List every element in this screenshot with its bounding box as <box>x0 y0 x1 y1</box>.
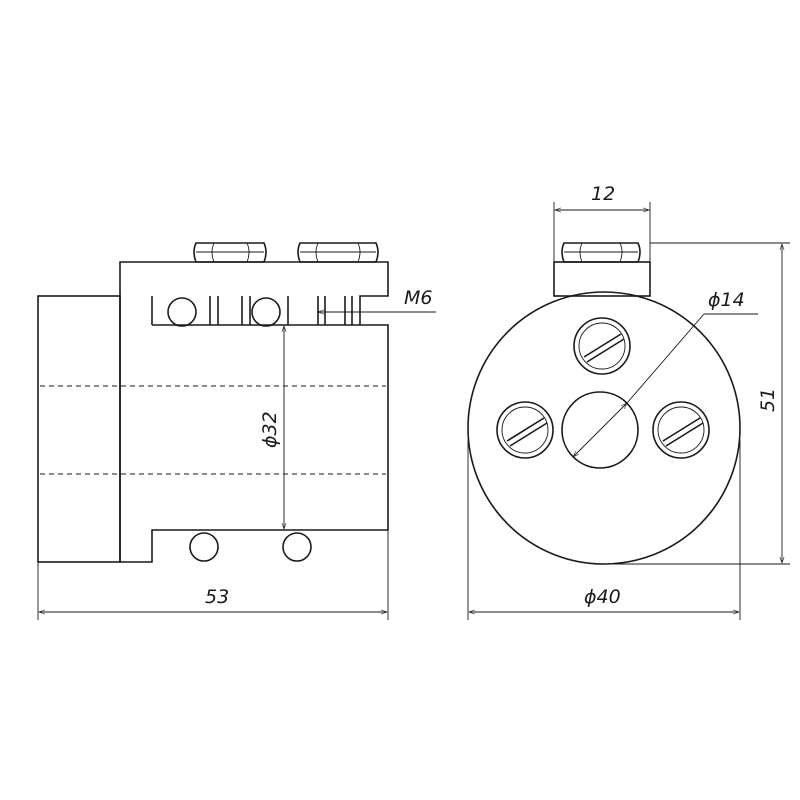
bore-dimension: ϕ32 <box>259 325 287 530</box>
thread-label: M6 <box>404 287 432 309</box>
height-label: 51 <box>757 388 779 412</box>
ball <box>251 297 281 327</box>
width-label: 12 <box>591 183 615 205</box>
outer-diameter-label: ϕ40 <box>584 586 621 608</box>
hex-nut-right <box>297 242 379 263</box>
ball <box>282 532 312 562</box>
clamp-block <box>553 261 651 297</box>
screw-right <box>652 401 710 459</box>
screw-left <box>496 401 554 459</box>
center-bore-label: ϕ14 <box>708 289 745 311</box>
front-view: 12 51 ϕ14 ϕ40 <box>467 183 790 620</box>
height-dimension: 51 <box>604 242 790 565</box>
outer-diameter-dimension: ϕ40 <box>467 440 741 620</box>
left-collar <box>37 295 121 563</box>
length-dimension: 53 <box>37 530 389 620</box>
center-bore <box>561 391 639 469</box>
hex-nut-top <box>561 242 641 263</box>
hex-nut-left <box>193 242 267 263</box>
side-view: M6 ϕ32 53 <box>37 242 436 620</box>
body-outline <box>119 261 389 563</box>
ball <box>167 297 197 327</box>
center-bore-dimension: ϕ14 <box>572 289 758 458</box>
thread-callout: M6 <box>317 287 436 315</box>
length-label: 53 <box>205 586 229 608</box>
screw-top <box>573 317 631 375</box>
outer-disc <box>467 291 741 565</box>
width-dimension: 12 <box>553 183 651 262</box>
ball <box>189 532 219 562</box>
bore-label: ϕ32 <box>259 411 281 448</box>
